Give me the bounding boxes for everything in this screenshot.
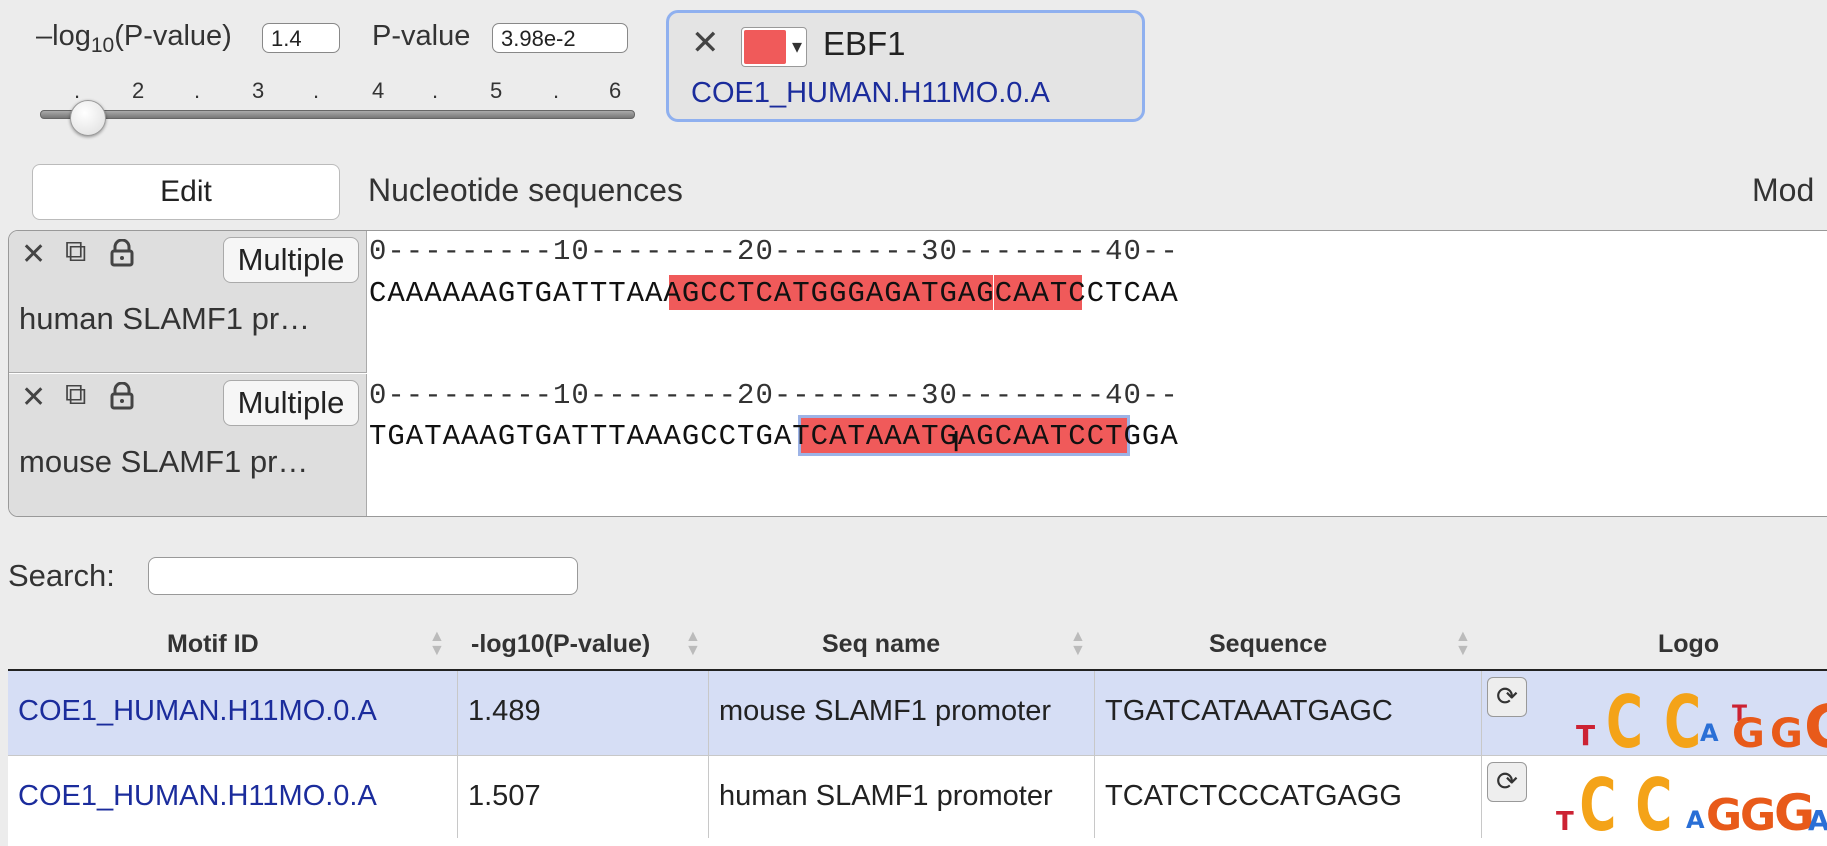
svg-text:A: A <box>1808 804 1827 837</box>
motif-color-picker[interactable]: ▾ <box>741 27 807 67</box>
slider-tick: 4 <box>372 78 385 103</box>
table-row[interactable]: COE1_HUMAN.H11MO.0.A 1.489 mouse SLAMF1 … <box>8 671 1827 755</box>
neglog-input[interactable]: 1.4 <box>262 23 340 53</box>
close-icon[interactable]: ✕ <box>21 238 47 271</box>
neglog-label-post: (P-value) <box>114 20 232 52</box>
slider-tick: 3 <box>252 78 265 103</box>
sort-icon[interactable]: ▲▼ <box>429 628 445 659</box>
sequence-panel: ✕ ⧉ Multiple human SLAMF1 pr… 0---------… <box>8 230 1827 517</box>
slider-tick: 6 <box>609 78 622 103</box>
search-label: Search: <box>8 558 115 593</box>
motif-hit-highlight[interactable] <box>669 275 993 310</box>
motif-logo: T C C A T G G G <box>1576 680 1827 755</box>
neglog-cell: 1.489 <box>468 695 541 727</box>
sequence-text[interactable]: TGATAAAGTGATTTAAAGCCTGATCATAAATGAGCAATCC… <box>369 420 1179 453</box>
refresh-icon[interactable]: ⟳ <box>1487 677 1527 717</box>
slider-tick: . <box>432 78 439 103</box>
pvalue-slider-thumb[interactable] <box>70 100 107 136</box>
sequence-ruler: 0---------10--------20--------30--------… <box>369 379 1179 412</box>
svg-text:A: A <box>1686 806 1705 834</box>
copy-icon[interactable]: ⧉ <box>65 235 87 268</box>
svg-text:T: T <box>1556 807 1574 837</box>
multiple-button[interactable]: Multiple <box>223 380 359 426</box>
motif-hit-highlight[interactable] <box>801 418 1127 453</box>
pvalue-input[interactable]: 3.98e-2 <box>492 23 628 53</box>
svg-text:C: C <box>1606 680 1643 755</box>
column-divider <box>1094 671 1095 838</box>
column-header-neglog[interactable]: -log10(P-value) <box>471 630 651 658</box>
svg-text:A: A <box>1700 719 1719 747</box>
svg-text:T: T <box>1732 702 1747 727</box>
close-icon[interactable]: ✕ <box>21 381 47 414</box>
search-input[interactable] <box>148 557 578 595</box>
mode-label: Mod <box>1752 172 1815 208</box>
hit-separator <box>993 275 994 310</box>
sequence-ruler: 0---------10--------20--------30--------… <box>369 235 1179 268</box>
slider-tick: . <box>74 78 81 103</box>
neglog-label-pre: –log <box>36 20 91 52</box>
close-icon[interactable]: ✕ <box>691 24 720 62</box>
svg-text:G: G <box>1740 790 1776 838</box>
motif-logo: T C C A G G G A <box>1556 763 1827 838</box>
neglog-label: –log10(P-value) <box>36 20 232 58</box>
column-divider <box>1481 671 1482 838</box>
section-title: Nucleotide sequences <box>368 172 683 208</box>
table-row[interactable]: COE1_HUMAN.H11MO.0.A 1.507 human SLAMF1 … <box>8 756 1827 846</box>
pvalue-slider-track[interactable] <box>40 110 635 119</box>
lock-icon[interactable] <box>109 381 135 418</box>
header-divider <box>8 669 1827 671</box>
slider-tick: . <box>313 78 320 103</box>
sequence-text[interactable]: CAAAAAAGTGATTTAAAGCCTCATGGGAGATGAGCAATCC… <box>369 277 1179 310</box>
svg-text:T: T <box>1576 719 1595 752</box>
edit-button[interactable]: Edit <box>32 164 340 220</box>
svg-text:C: C <box>1579 763 1616 838</box>
copy-icon[interactable]: ⧉ <box>65 378 87 411</box>
column-header-motif-id[interactable]: Motif ID <box>167 630 259 658</box>
text-cursor-icon: I <box>952 425 961 458</box>
svg-text:G: G <box>1770 711 1803 755</box>
slider-tick: 5 <box>490 78 503 103</box>
refresh-icon[interactable]: ⟳ <box>1487 762 1527 802</box>
slider-tick: . <box>553 78 560 103</box>
svg-text:G: G <box>1804 692 1827 755</box>
lock-icon[interactable] <box>109 238 135 275</box>
column-divider <box>457 671 458 838</box>
pvalue-label: P-value <box>372 20 471 52</box>
sequence-cell: TGATCATAAATGAGC <box>1105 695 1393 727</box>
slider-tick: . <box>194 78 201 103</box>
row-divider <box>8 755 1827 756</box>
svg-text:C: C <box>1635 763 1672 838</box>
motif-name: EBF1 <box>823 25 906 62</box>
motif-hit-highlight[interactable] <box>994 275 1082 310</box>
svg-text:G: G <box>1732 711 1765 755</box>
sequence-name: human SLAMF1 pr… <box>19 301 311 336</box>
slider-tick: 2 <box>132 78 145 103</box>
sort-icon[interactable]: ▲▼ <box>1070 628 1086 659</box>
multiple-button[interactable]: Multiple <box>223 237 359 283</box>
svg-text:C: C <box>1664 680 1701 755</box>
motif-card: ✕ ▾ EBF1 COE1_HUMAN.H11MO.0.A <box>666 10 1145 122</box>
column-header-logo: Logo <box>1658 630 1720 658</box>
motif-id-cell[interactable]: COE1_HUMAN.H11MO.0.A <box>18 695 377 727</box>
neglog-cell: 1.507 <box>468 780 541 812</box>
motif-id-cell[interactable]: COE1_HUMAN.H11MO.0.A <box>18 780 377 812</box>
sequence-cell: TCATCTCCCATGAGG <box>1105 780 1402 812</box>
sequence-name: mouse SLAMF1 pr… <box>19 444 309 479</box>
column-divider <box>708 671 709 838</box>
color-swatch <box>744 30 786 64</box>
sequence-row-controls: ✕ ⧉ Multiple mouse SLAMF1 pr… <box>9 374 367 516</box>
svg-text:G: G <box>1774 784 1815 838</box>
column-header-sequence[interactable]: Sequence <box>1209 630 1328 658</box>
seq-name-cell: mouse SLAMF1 promoter <box>719 695 1052 727</box>
sort-icon[interactable]: ▲▼ <box>685 628 701 659</box>
sort-icon[interactable]: ▲▼ <box>1455 628 1471 659</box>
sequence-row-controls: ✕ ⧉ Multiple human SLAMF1 pr… <box>9 231 367 373</box>
neglog-label-sub: 10 <box>90 33 115 57</box>
seq-name-cell: human SLAMF1 promoter <box>719 780 1053 812</box>
column-header-seq-name[interactable]: Seq name <box>822 630 941 658</box>
svg-text:G: G <box>1706 790 1742 838</box>
chevron-down-icon: ▾ <box>791 36 802 58</box>
motif-id-link[interactable]: COE1_HUMAN.H11MO.0.A <box>691 77 1050 109</box>
